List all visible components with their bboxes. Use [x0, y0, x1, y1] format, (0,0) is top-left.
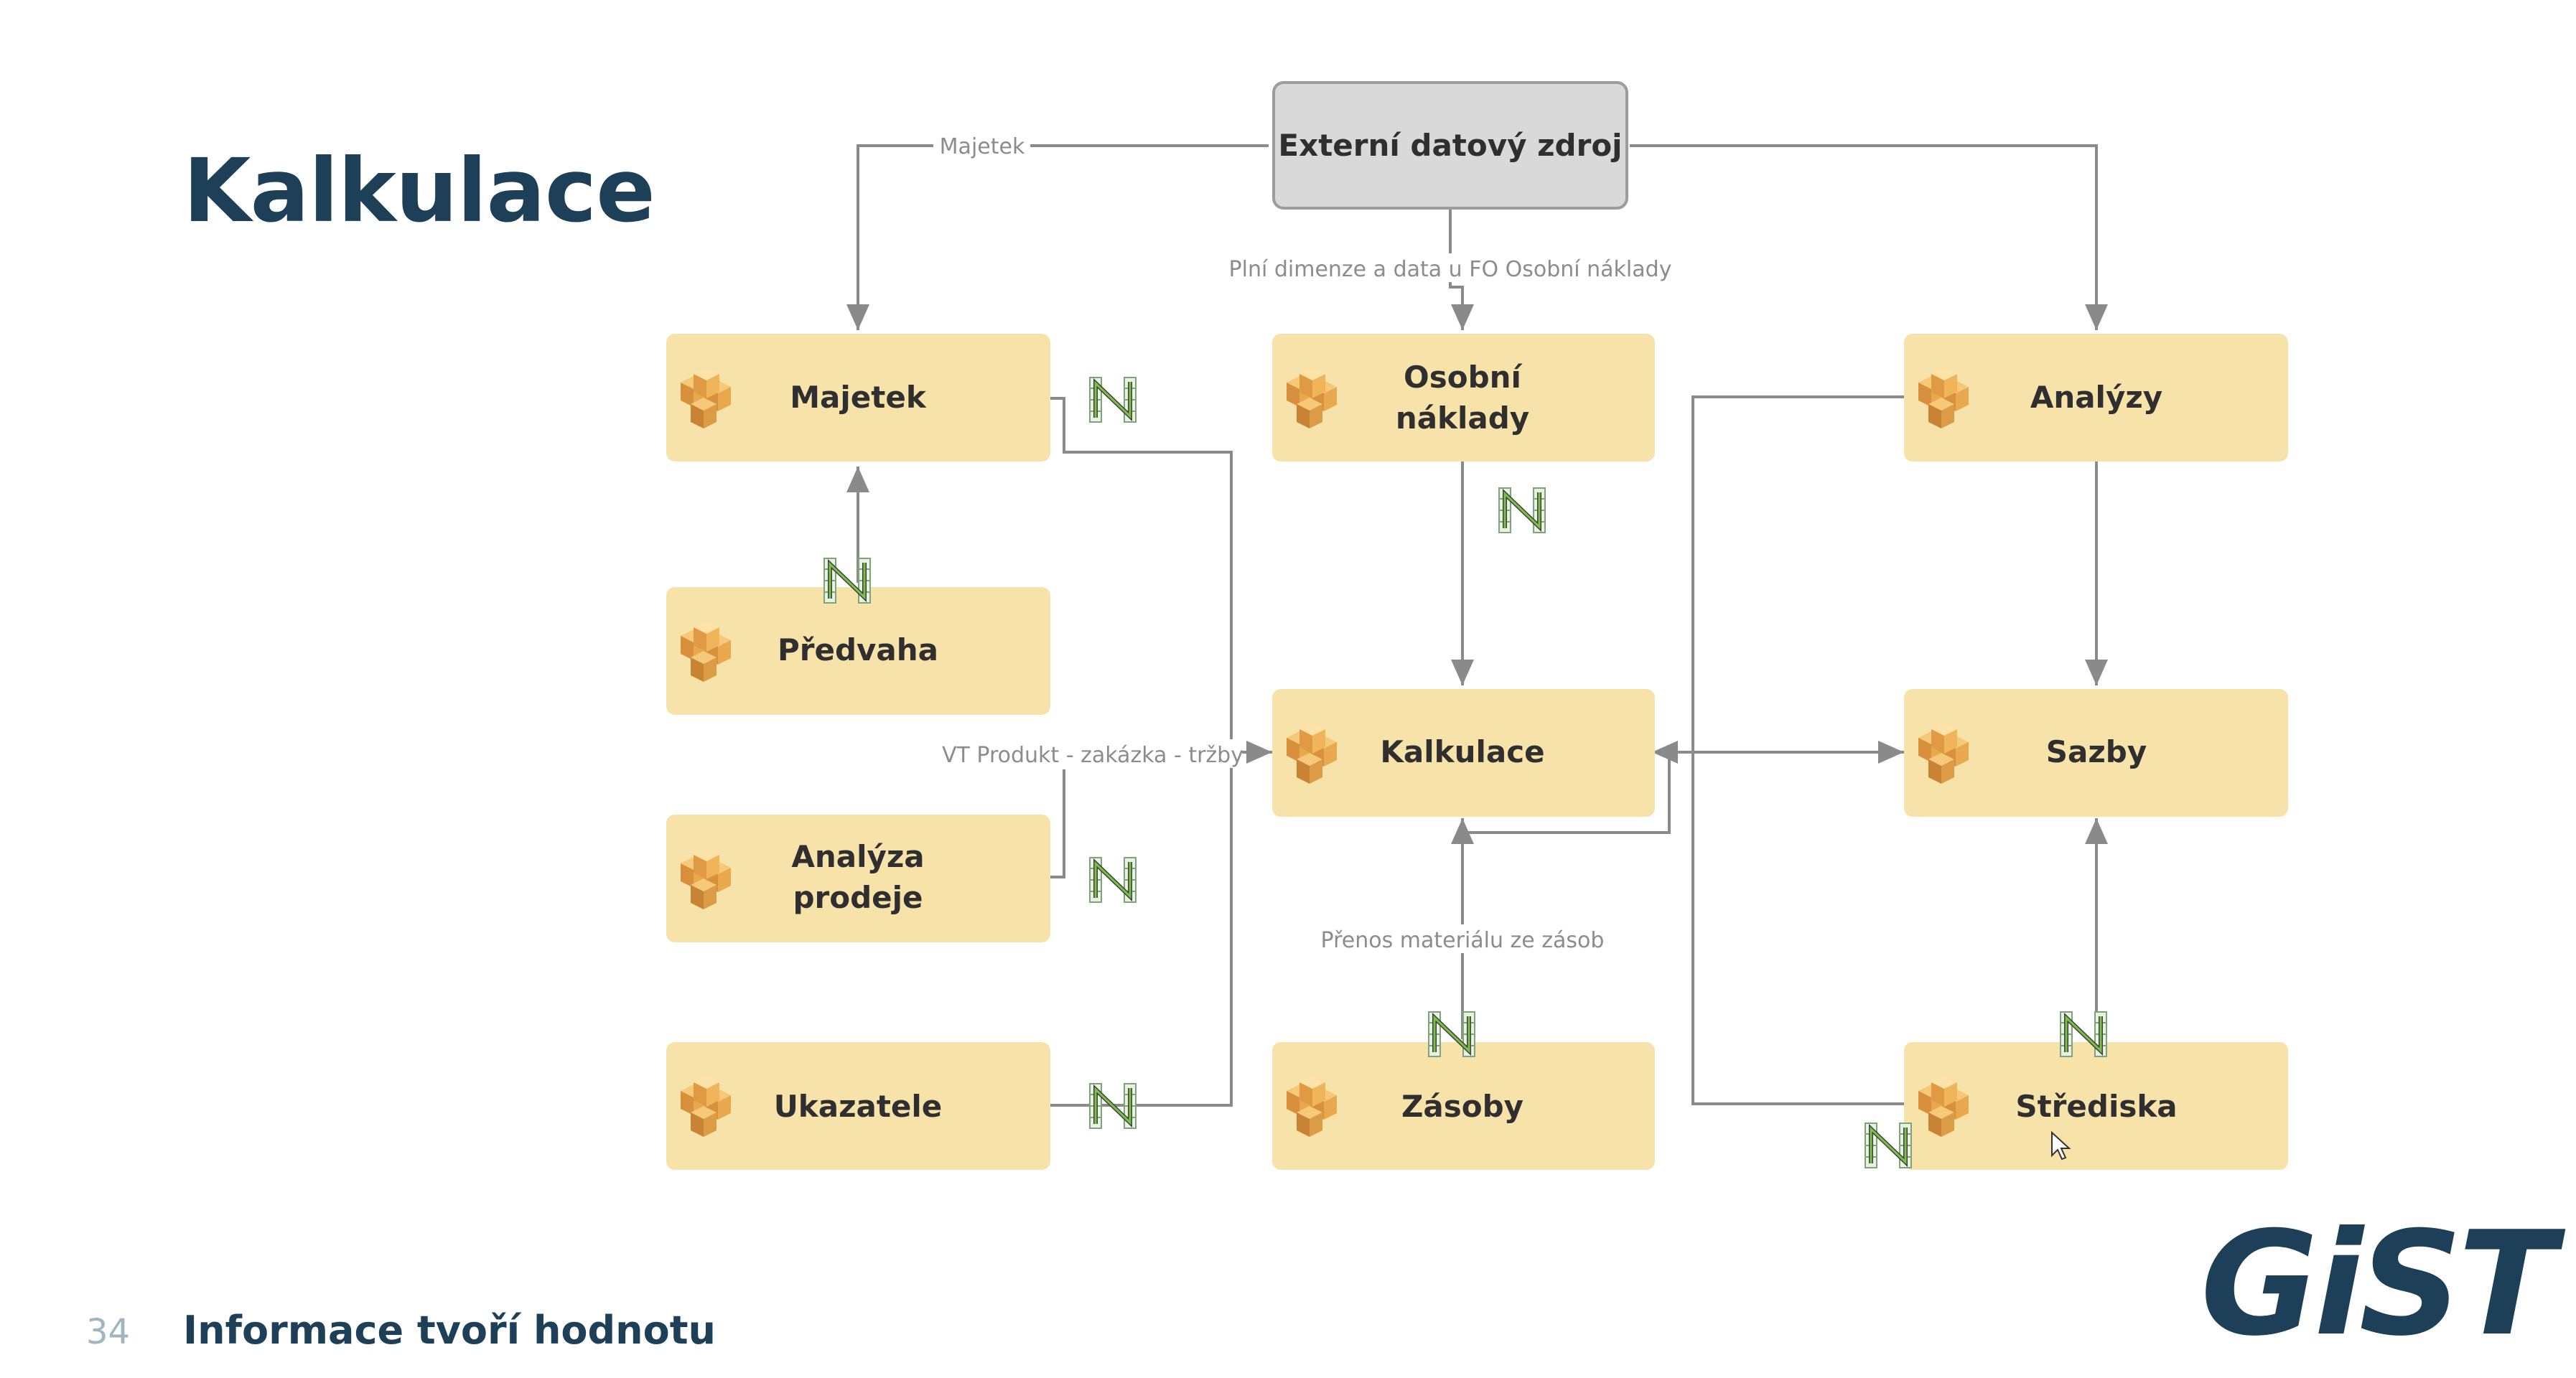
node-ukazatele-label: Ukazatele — [774, 1089, 943, 1124]
edge-majetek-trunk — [1050, 397, 1233, 1107]
data-transfer-icon — [1865, 1123, 1911, 1168]
node-analyza-prodeje: Analýza prodeje — [666, 815, 1050, 942]
external-source-label: Externí datový zdroj — [1278, 128, 1622, 163]
node-osobni-naklady: Osobní náklady — [1272, 334, 1655, 461]
node-strediska-label: Střediska — [2015, 1089, 2177, 1124]
edge-label-plni: Plní dimenze a data u FO Osobní náklady — [1229, 257, 1672, 282]
node-majetek-label: Majetek — [790, 380, 927, 415]
edge-analyzy-strediska-loop — [1691, 395, 1904, 1105]
cursor-icon — [2051, 1130, 2071, 1161]
edge-loop-kalkulace — [1462, 752, 1671, 834]
node-kalkulace-label: Kalkulace — [1380, 734, 1544, 769]
edge-external-osobni — [1449, 208, 1474, 330]
node-predvaha-label: Předvaha — [778, 632, 938, 667]
edge-label-prenos: Přenos materiálu ze zásob — [1321, 928, 1605, 953]
external-source-node: Externí datový zdroj — [1272, 81, 1628, 210]
node-majetek: Majetek — [666, 334, 1050, 461]
data-transfer-icon — [1090, 858, 1136, 902]
node-analyza-prodeje-label-2: prodeje — [793, 880, 923, 915]
node-kalkulace: Kalkulace — [1272, 689, 1655, 817]
node-osobni-naklady-label-2: náklady — [1396, 400, 1529, 436]
gist-logo: GiST — [2201, 1201, 2556, 1368]
node-strediska: Střediska — [1904, 1042, 2288, 1170]
node-osobni-naklady-label-1: Osobní — [1404, 360, 1523, 395]
edge-label-majetek: Majetek — [940, 134, 1025, 159]
page-number: 34 — [86, 1312, 131, 1352]
node-zasoby: Zásoby — [1272, 1042, 1655, 1170]
data-transfer-icon — [1499, 488, 1545, 533]
edge-analyza-trunk — [1050, 769, 1065, 878]
node-ukazatele: Ukazatele — [666, 1042, 1050, 1170]
node-analyzy-label: Analýzy — [2030, 380, 2162, 415]
slide-title: Kalkulace — [183, 140, 655, 242]
data-transfer-icon — [1090, 1084, 1136, 1128]
node-analyza-prodeje-label-1: Analýza — [791, 839, 924, 874]
footer-tagline: Informace tvoří hodnotu — [183, 1308, 716, 1353]
data-transfer-icon — [1090, 378, 1136, 422]
edge-label-vt: VT Produkt - zakázka - tržby — [942, 743, 1243, 768]
node-zasoby-label: Zásoby — [1401, 1089, 1523, 1124]
node-sazby-label: Sazby — [2046, 734, 2147, 769]
edge-external-analyzy — [1630, 144, 2108, 330]
node-analyzy: Analýzy — [1904, 334, 2288, 461]
edge-external-majetek — [846, 144, 1269, 330]
node-sazby: Sazby — [1904, 689, 2288, 817]
node-predvaha: Předvaha — [666, 587, 1050, 715]
